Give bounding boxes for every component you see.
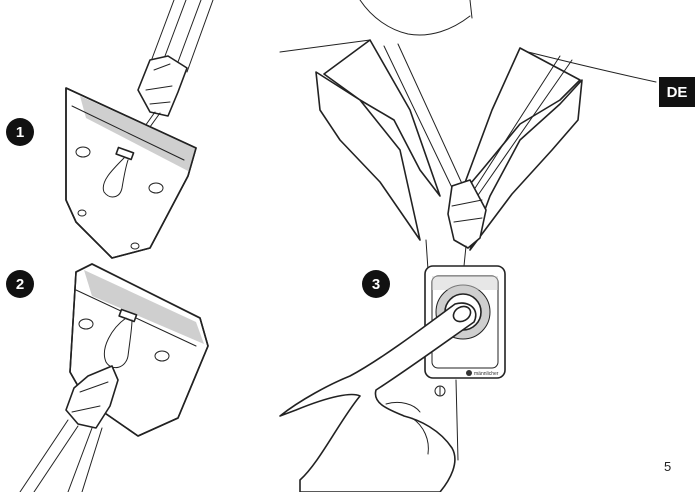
step-badge-2: 2 <box>6 270 34 298</box>
page-number: 5 <box>664 459 671 474</box>
brand-logo-text: männlicher <box>474 371 499 377</box>
brand-logo-icon <box>466 370 472 376</box>
language-tab: DE <box>659 77 695 107</box>
step-badge-3: 3 <box>362 270 390 298</box>
step-badge-1: 1 <box>6 118 34 146</box>
